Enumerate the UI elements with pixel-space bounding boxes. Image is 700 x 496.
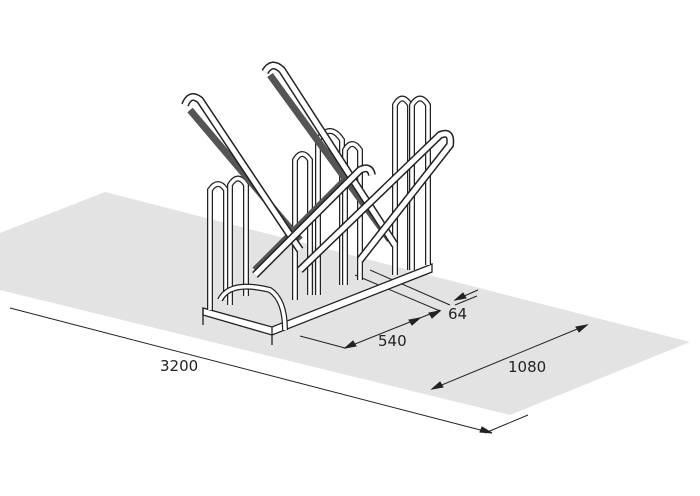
- dimension-depth: 1080: [508, 358, 547, 376]
- dimension-offset: 64: [448, 305, 468, 323]
- dimension-lines: [9, 269, 589, 434]
- bike-rack: [181, 61, 455, 345]
- dimension-spacing: 540: [378, 332, 407, 350]
- dimension-total-length: 3200: [160, 357, 199, 375]
